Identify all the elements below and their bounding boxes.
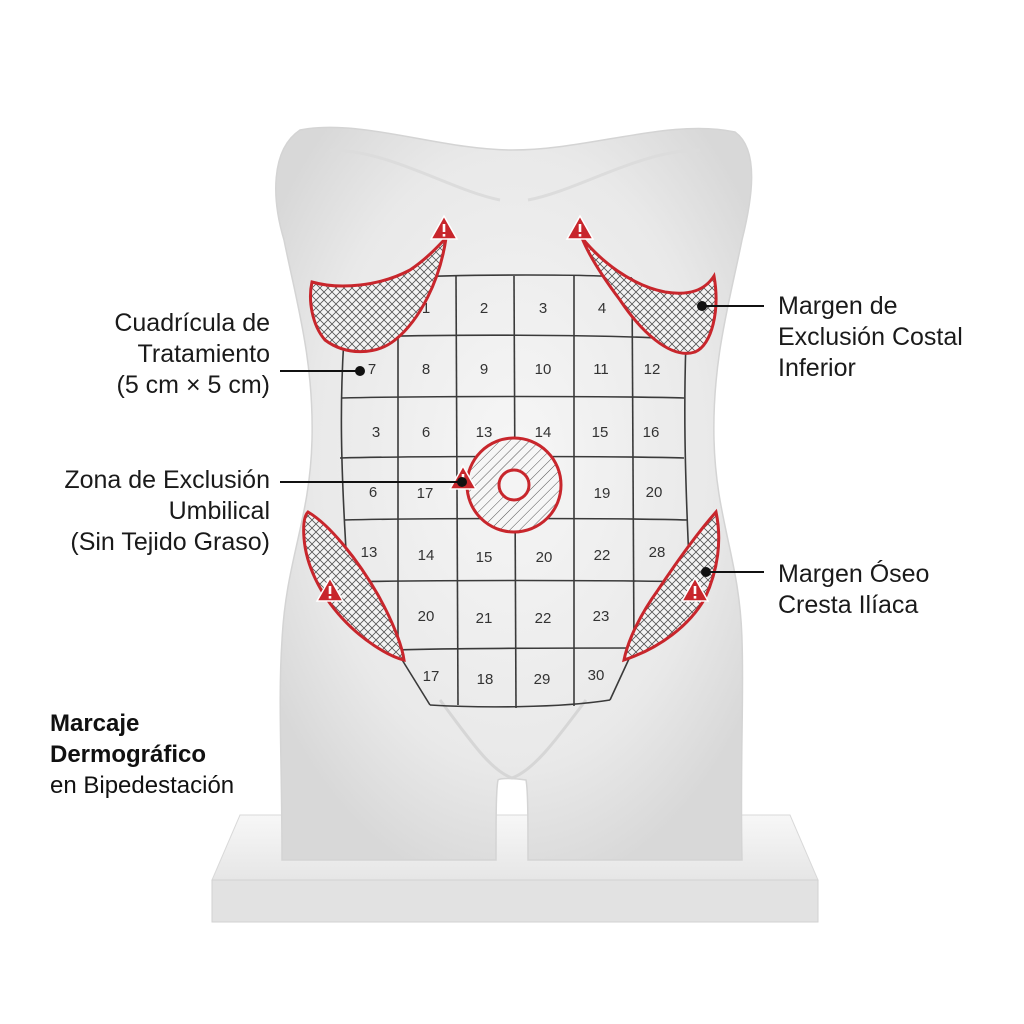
grid-cell-number: 17: [423, 668, 440, 685]
label-treatment-grid: Cuadrícula de Tratamiento (5 cm × 5 cm): [114, 308, 270, 401]
grid-cell-number: 3: [372, 424, 380, 441]
grid-cell-number: 7: [368, 361, 376, 378]
grid-cell-number: 18: [477, 671, 494, 688]
grid-cell-number: 23: [593, 608, 610, 625]
grid-cell-number: 3: [539, 300, 547, 317]
label-line: Margen de: [778, 292, 898, 320]
label-line: Umbilical: [168, 497, 270, 525]
label-line: (Sin Tejido Graso): [70, 528, 270, 556]
grid-cell-number: 20: [646, 484, 663, 501]
grid-cell-number: 20: [418, 608, 435, 625]
label-line: Tratamiento: [137, 340, 270, 368]
label-line: Zona de Exclusión: [64, 466, 270, 494]
label-iliac-margin: Margen Óseo Cresta Ilíaca: [778, 559, 929, 621]
costal-exclusion-zone-right: [580, 237, 718, 355]
leader-dot-grid: [355, 366, 365, 376]
grid-cell-number: 4: [598, 300, 606, 317]
grid-cell-number: 15: [592, 424, 609, 441]
label-line: Cresta Ilíaca: [778, 591, 919, 619]
title-line-3: en Bipedestación: [50, 772, 235, 799]
label-line: Exclusión Costal: [778, 323, 963, 351]
iliac-exclusion-zone-left: [302, 510, 406, 662]
costal-exclusion-zone-left: [309, 233, 449, 354]
grid-cell-number: 10: [535, 361, 552, 378]
leader-dot-iliac: [701, 567, 711, 577]
grid-cell-number: 21: [476, 610, 493, 627]
grid-cell-number: 14: [418, 547, 435, 564]
label-umbilical-zone: Zona de Exclusión Umbilical (Sin Tejido …: [64, 465, 270, 558]
grid-cell-number: 9: [480, 361, 488, 378]
grid-cell-number: 1: [422, 300, 430, 317]
umbilical-exclusion-zone: [465, 436, 563, 534]
leader-dot-umbilical: [457, 477, 467, 487]
label-costal-margin: Margen de Exclusión Costal Inferior: [778, 291, 963, 384]
label-line: Margen Óseo: [778, 560, 930, 588]
grid-cell-number: 11: [593, 361, 609, 378]
grid-cell-number: 19: [594, 485, 611, 502]
warning-icon: [565, 214, 595, 240]
grid-cell-number: 29: [534, 671, 551, 688]
grid-cell-number: 28: [649, 544, 666, 561]
warning-icon: [315, 576, 345, 602]
leader-lines: [280, 301, 764, 577]
grid-cell-number: 13: [361, 544, 378, 561]
grid-cell-number: 22: [535, 610, 552, 627]
grid-cell-number: 17: [417, 485, 434, 502]
grid-cell-number: 14: [535, 424, 552, 441]
leader-dot-costal: [697, 301, 707, 311]
grid-cell-number: 22: [594, 547, 611, 564]
title-line-2: Dermográfico: [50, 741, 207, 768]
grid-cell-number: 13: [476, 424, 493, 441]
title-line-1: Marcaje: [50, 710, 140, 737]
grid-cell-number: 6: [422, 424, 430, 441]
diagram-title: Marcaje Dermográfico en Bipedestación: [50, 708, 234, 801]
grid-cell-number: 2: [480, 300, 488, 317]
label-line: Cuadrícula de: [114, 309, 270, 337]
warning-icon: [429, 214, 459, 240]
grid-cell-number: 8: [422, 361, 430, 378]
grid-numbers: 1 2 3 4 7 8 9 10 11 12 3 6 13 14 15 16 6…: [361, 300, 666, 688]
grid-cell-number: 15: [476, 549, 493, 566]
grid-cell-number: 6: [369, 484, 377, 501]
grid-cell-number: 30: [588, 667, 605, 684]
label-line: (5 cm × 5 cm): [116, 371, 271, 399]
warning-icon: [680, 576, 710, 602]
grid-cell-number: 20: [536, 549, 553, 566]
label-line: Inferior: [778, 354, 856, 382]
grid-cell-number: 12: [644, 361, 661, 378]
grid-cell-number: 16: [643, 424, 660, 441]
